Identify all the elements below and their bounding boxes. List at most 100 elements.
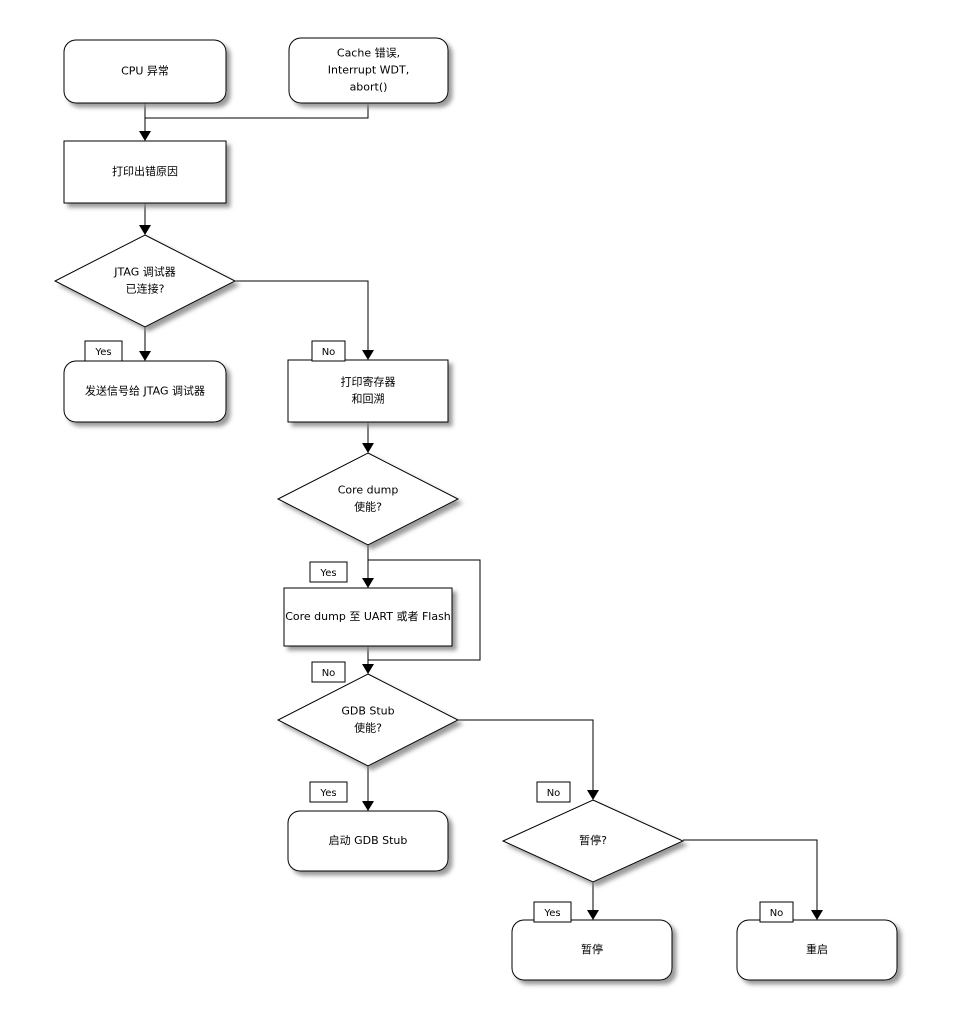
decision-core-dump-enabled[interactable]: Core dump 使能? (276, 452, 460, 546)
edge-label-box (311, 661, 346, 683)
arrow-head-icon (811, 910, 823, 920)
node-halt[interactable]: 暂停 (511, 919, 673, 981)
edge-path (235, 280, 369, 356)
arrow-head-icon (139, 225, 151, 235)
edge-label-box (311, 340, 346, 362)
rounded-rect-shape (288, 37, 449, 104)
edge-coredump-no-bypass-to-gdbstub-decision (368, 559, 481, 661)
rounded-rect-shape (736, 919, 898, 981)
arrow-head-icon (362, 350, 374, 360)
rounded-rect-shape (511, 919, 673, 981)
edge-label-no: No (759, 901, 794, 923)
node-label: 和回溯 (352, 393, 385, 406)
edge-jtag-no-to-print-registers (235, 280, 374, 360)
edge-halt-no-to-reboot-node (683, 839, 823, 920)
edge-label-no: No (536, 781, 571, 803)
decision-diamond-shape (501, 799, 685, 883)
node-send-signal-to-jtag[interactable]: 发送信号给 JTAG 调试器 (63, 360, 227, 423)
node-label: 暂停 (581, 942, 603, 956)
edge-label-text: Yes (543, 908, 560, 919)
arrow-head-icon (139, 351, 151, 361)
edge-label-yes: Yes (309, 781, 348, 803)
edge-halt-yes-to-halt-node (587, 882, 599, 920)
edge-label-text: No (322, 668, 336, 679)
node-label: CPU 异常 (121, 65, 169, 78)
edge-label-text: No (547, 788, 561, 799)
node-cache-error[interactable]: Cache 错误, Interrupt WDT, abort() (288, 37, 449, 104)
rounded-rect-shape (63, 39, 227, 104)
edge-label-yes: Yes (533, 901, 572, 923)
edge-print-registers-to-coredump-decision (362, 422, 374, 453)
arrow-head-icon (362, 801, 374, 811)
edge-label-yes: Yes (309, 561, 348, 583)
edges-layer (139, 103, 823, 920)
decision-diamond-shape (276, 452, 460, 546)
node-label: Core dump (338, 484, 399, 497)
node-cpu-exception[interactable]: CPU 异常 (63, 39, 227, 104)
node-core-dump-to-uart-or-flash[interactable]: Core dump 至 UART 或者 Flash (283, 587, 453, 647)
edge-label-text: Yes (319, 568, 336, 579)
edge-label-box (84, 340, 123, 362)
arrow-head-icon (587, 910, 599, 920)
arrow-head-icon (362, 664, 374, 674)
rect-shape (283, 587, 453, 647)
node-start-gdb-stub[interactable]: 启动 GDB Stub (287, 810, 449, 872)
rect-shape (63, 140, 227, 204)
edge-label-no: No (311, 340, 346, 362)
node-label: Interrupt WDT, (328, 64, 409, 77)
rounded-rect-shape (287, 810, 449, 872)
arrow-head-icon (362, 443, 374, 453)
edge-coredump-yes-to-dump-action (362, 545, 374, 588)
node-label: GDB Stub (341, 705, 394, 718)
edge-cache-error-to-print-reason (145, 103, 369, 119)
edge-dump-action-to-gdbstub-decision (362, 646, 374, 674)
edge-label-text: No (770, 908, 784, 919)
node-label: 发送信号给 JTAG 调试器 (85, 384, 205, 398)
edge-label-box (536, 781, 571, 803)
decision-gdb-stub-enabled[interactable]: GDB Stub 使能? (276, 673, 460, 767)
arrow-head-icon (362, 578, 374, 588)
decision-diamond-shape (276, 673, 460, 767)
edge-path (145, 103, 369, 119)
node-label: 启动 GDB Stub (329, 834, 408, 847)
edge-label-text: No (322, 347, 336, 358)
edge-gdbstub-no-to-halt-decision (458, 719, 599, 800)
node-label: JTAG 调试器 (113, 266, 175, 279)
node-label: 打印出错原因 (112, 164, 178, 178)
edge-label-box (309, 561, 348, 583)
node-label: 暂停? (579, 833, 607, 847)
node-label: Cache 错误, (337, 46, 400, 60)
edge-label-text: Yes (94, 347, 111, 358)
decision-diamond-shape (53, 234, 237, 328)
edge-label-box (759, 901, 794, 923)
edge-label-yes: Yes (84, 340, 123, 362)
edge-label-text: Yes (319, 788, 336, 799)
nodes-layer: CPU 异常 Cache 错误, Interrupt WDT, abort() 打印出错… (53, 37, 898, 981)
node-label: abort() (350, 81, 388, 94)
arrow-head-icon (587, 790, 599, 800)
edge-path (458, 719, 594, 796)
arrow-head-icon (139, 131, 151, 141)
edge-cpu-exception-to-print-reason (139, 103, 151, 141)
edge-jtag-yes-to-send-signal (139, 327, 151, 361)
edge-label-box (533, 901, 572, 923)
node-label: 使能? (354, 721, 382, 735)
node-print-error-reason[interactable]: 打印出错原因 (63, 140, 227, 204)
decision-halt[interactable]: 暂停? (501, 799, 685, 883)
node-label: 打印寄存器 (341, 375, 396, 389)
node-label: Core dump 至 UART 或者 Flash (285, 610, 451, 623)
edge-path (368, 559, 481, 661)
node-label: 使能? (354, 500, 382, 514)
node-label: 重启 (806, 942, 828, 956)
node-label: 已连接? (126, 283, 165, 296)
edge-label-box (309, 781, 348, 803)
node-reboot[interactable]: 重启 (736, 919, 898, 981)
rounded-rect-shape (63, 360, 227, 423)
edge-label-no: No (311, 661, 346, 683)
edge-gdbstub-yes-to-start-gdbstub (362, 766, 374, 811)
